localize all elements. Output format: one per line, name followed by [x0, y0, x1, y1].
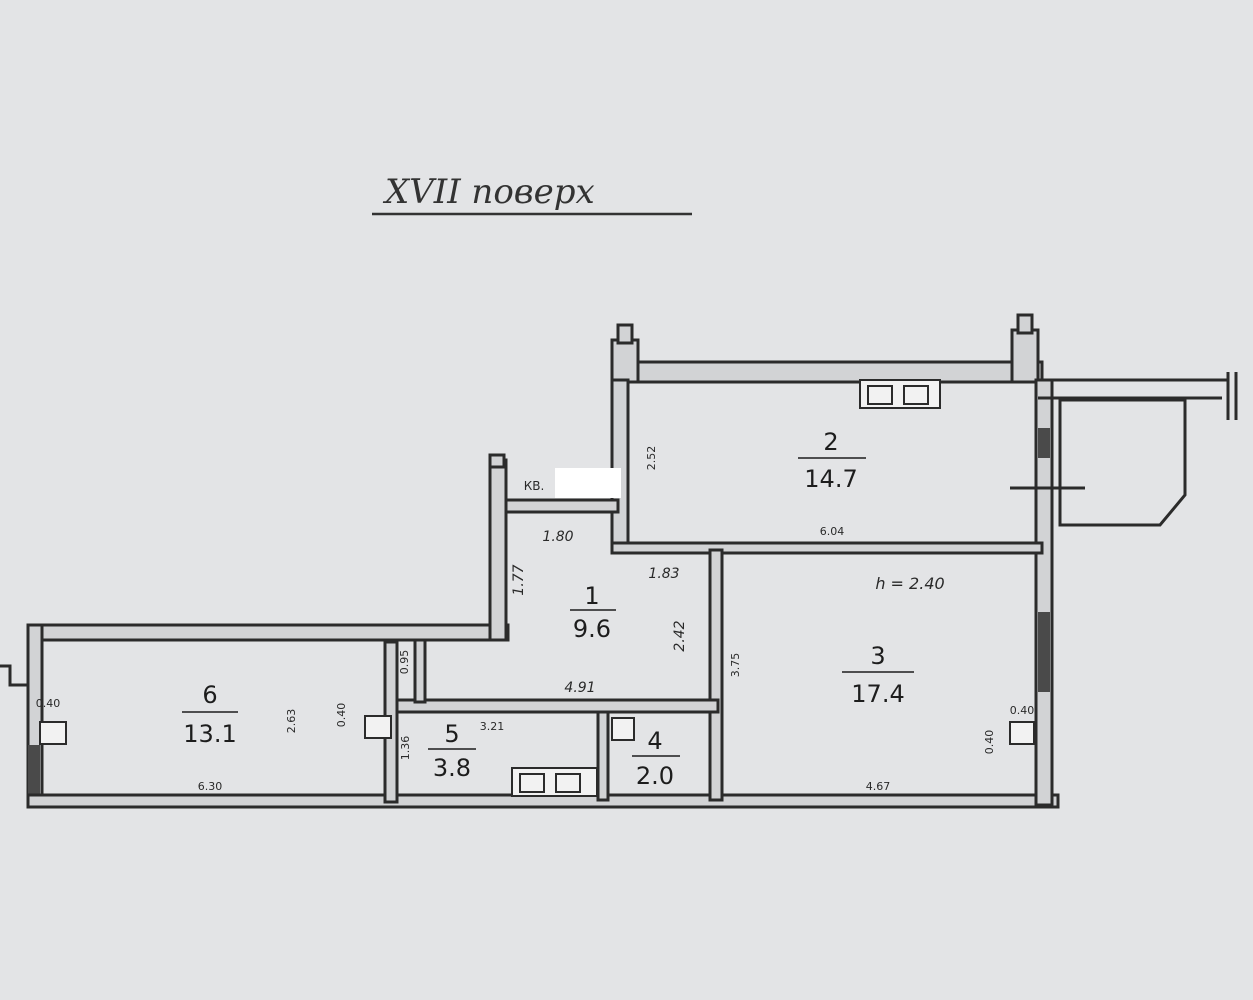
wall-room4-room5: [596, 710, 610, 802]
room-5-number: 5: [444, 720, 459, 748]
dim-r1-top: 1.80: [542, 529, 573, 545]
dim-r3-right-vertical-b: 0.40: [1010, 704, 1035, 717]
room-1-number: 1: [584, 582, 599, 610]
dim-r6-left: 0.40: [36, 697, 61, 710]
dim-r3-bottom: 4.67: [866, 780, 891, 793]
dim-r2-bottom: 6.04: [820, 525, 845, 538]
dim-r6-right-small: 0.40: [335, 703, 348, 728]
room-2-area: 14.7: [804, 465, 857, 493]
shaft-room3: [1009, 721, 1035, 745]
dim-r5-left-vertical: 1.36: [399, 736, 412, 761]
stove-burner: [519, 773, 545, 793]
wall-room2-bottom: [610, 541, 1044, 555]
wall-room1-jog: [413, 638, 427, 704]
dim-r1-left-vertical: 1.77: [511, 564, 527, 595]
pillar-right-cap: [1016, 313, 1034, 335]
room-2-number: 2: [823, 428, 838, 456]
room-labels: 1 9.6 2 14.7 3 17.4 4 2.0 5 3.8 6 13.1: [182, 428, 914, 790]
wall-kb: [504, 498, 620, 514]
room-3-number: 3: [870, 642, 885, 670]
corridor-label: КВ.: [524, 479, 545, 493]
entrance-stub: [0, 664, 28, 687]
wall-room6-top: [26, 623, 510, 642]
balcony-rail: [1038, 378, 1228, 400]
dim-r1-bottom: 4.91: [564, 680, 595, 696]
pillar-right: [1010, 328, 1040, 384]
stove-burner: [555, 773, 581, 793]
shaft-room6-right: [364, 715, 392, 739]
window-room3: [1038, 612, 1050, 692]
dim-r6-right-vertical: 2.63: [285, 709, 298, 734]
fixtures: [39, 379, 1035, 797]
radiator-room2-part: [867, 385, 893, 405]
shaft-room6: [39, 721, 67, 745]
redacted-box: [555, 468, 621, 498]
wall-room1-bottom: [386, 698, 720, 714]
window-room2: [1038, 428, 1050, 458]
ceiling-height: h = 2.40: [875, 574, 944, 593]
outer-walls: [0, 313, 1238, 809]
room-6-number: 6: [202, 681, 217, 709]
dim-r6-bottom: 6.30: [198, 780, 223, 793]
pillar-left-cap: [616, 323, 634, 345]
dim-r3-right-vertical-a: 0.40: [983, 730, 996, 755]
shaft-room4: [611, 717, 635, 741]
room-6-area: 13.1: [183, 720, 236, 748]
wall-room2-left: [610, 378, 630, 552]
room-1-area: 9.6: [573, 615, 611, 643]
wall-room1-room3: [708, 548, 724, 802]
dim-r1-small-vertical: 0.95: [398, 650, 411, 675]
dim-r2-left-vertical: 2.52: [645, 446, 658, 471]
room-4-area: 2.0: [636, 762, 674, 790]
dim-r3-left-vertical: 3.75: [729, 653, 742, 678]
radiator-room2-part: [903, 385, 929, 405]
balcony-edge: [1226, 372, 1238, 420]
inner-walls: [383, 498, 1044, 804]
wall-corridor-left: [488, 458, 508, 642]
dimension-labels: 1.80 1.83 1.77 2.42 4.91 0.95 2.52 6.04 …: [36, 446, 1035, 793]
balcony: [1058, 398, 1187, 527]
window-room6: [28, 745, 40, 797]
pillar-left: [610, 338, 640, 384]
room-3-area: 17.4: [851, 680, 904, 708]
room-5-area: 3.8: [433, 754, 471, 782]
dim-r1-right-vertical: 2.42: [672, 620, 688, 651]
corridor-cap: [488, 453, 506, 469]
dim-r1-top-right: 1.83: [648, 566, 679, 582]
room-4-number: 4: [647, 727, 662, 755]
wall-room2-top: [610, 360, 1044, 384]
dim-r5-top: 3.21: [480, 720, 505, 733]
floor-title: XVII поверх: [382, 172, 595, 212]
